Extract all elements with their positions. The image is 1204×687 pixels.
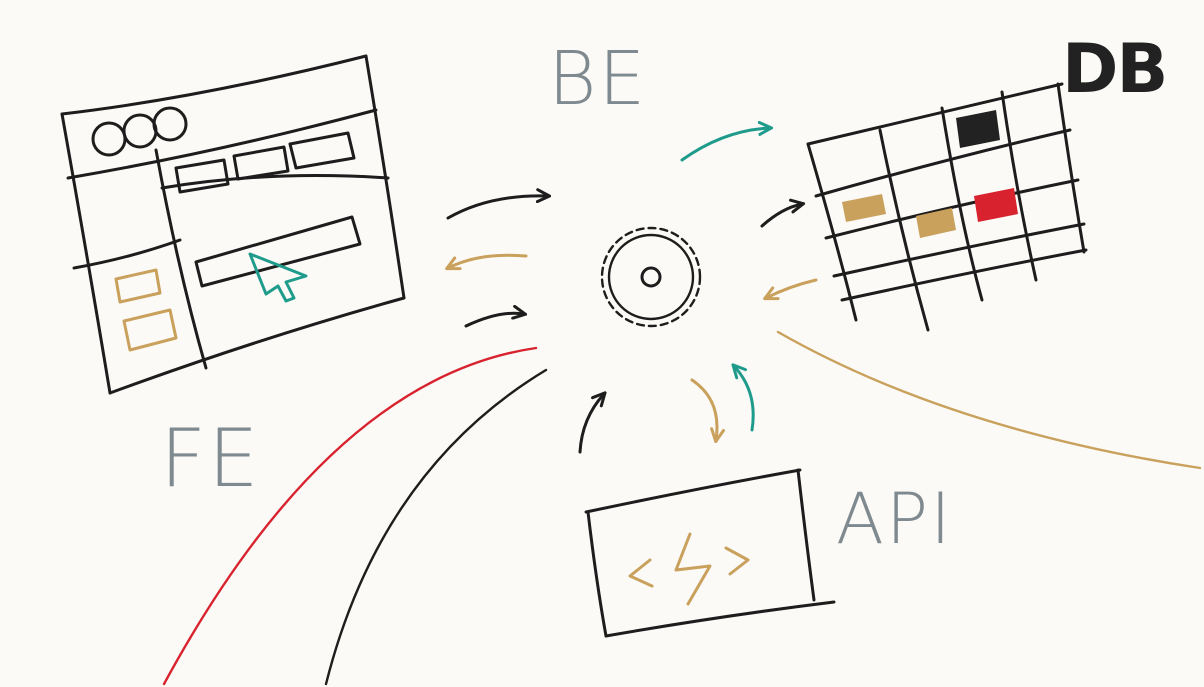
- api-box-sketch: [584, 468, 836, 638]
- window-tab-sketch: [174, 158, 230, 194]
- window-dot-icon: [152, 106, 188, 142]
- window-tab-sketch: [288, 131, 356, 170]
- window-sidebar-split: [72, 238, 182, 270]
- db-grid-line: [840, 248, 1088, 302]
- arrow-be-to-db: [680, 128, 770, 162]
- db-label: DB: [1062, 30, 1168, 109]
- arrow-fe-to-be: [446, 196, 548, 220]
- arrow-gear-to-db: [760, 204, 802, 228]
- db-grid-line: [940, 106, 984, 302]
- arrow-be-to-fe: [448, 253, 528, 268]
- db-grid-line: [824, 178, 1080, 240]
- gear-hub: [640, 266, 662, 288]
- window-content-divider: [160, 174, 390, 190]
- window-tab-sketch: [232, 145, 290, 181]
- database-grid-sketch: [806, 82, 1088, 332]
- code-bracket-left-icon: [628, 558, 654, 588]
- window-dot-icon: [91, 121, 127, 157]
- gear-teeth: [600, 226, 702, 328]
- cursor-icon: [248, 252, 308, 303]
- window-dot-icon: [122, 113, 158, 149]
- db-grid-line: [832, 222, 1086, 278]
- api-box-right: [796, 468, 816, 602]
- api-box-bottom: [604, 600, 836, 638]
- db-grid-line: [814, 128, 1072, 198]
- db-cell-gold: [916, 208, 956, 238]
- window-left-edge: [60, 112, 112, 395]
- black-curve-line: [324, 368, 548, 686]
- db-cell-gold: [842, 194, 886, 222]
- gold-curve-line: [776, 330, 1202, 470]
- window-top-edge: [60, 54, 368, 116]
- gear-outer-ring: [607, 233, 695, 321]
- api-box-top: [584, 468, 802, 514]
- code-bracket-right-icon: [724, 546, 750, 576]
- window-right-edge: [364, 54, 406, 300]
- api-label: API: [836, 478, 953, 560]
- db-cell-dark: [956, 110, 1000, 148]
- db-cell-red: [974, 188, 1018, 222]
- db-grid-line: [806, 142, 858, 322]
- arrow-api-to-be: [734, 366, 755, 432]
- window-sidebar-divider: [154, 148, 208, 370]
- gear-icon: [600, 226, 702, 328]
- db-grid-line: [1000, 90, 1038, 282]
- arrow-be-to-api: [690, 378, 717, 440]
- api-box-left: [586, 510, 608, 638]
- arrow-fe-to-api: [578, 394, 604, 454]
- db-grid-line: [806, 82, 1064, 146]
- red-curve-line: [162, 346, 538, 686]
- arrow-db-to-gear: [766, 278, 818, 298]
- frontend-window-sketch: [60, 54, 406, 395]
- lightning-code-icon: [674, 532, 712, 606]
- window-input-sketch: [194, 215, 362, 288]
- arrow-fe-to-be-2: [464, 313, 524, 328]
- window-bottom-edge: [108, 296, 406, 395]
- db-grid-line: [878, 128, 930, 332]
- db-grid-line: [1056, 82, 1086, 254]
- window-titlebar-line: [66, 108, 378, 180]
- sidebar-item-sketch: [114, 268, 162, 304]
- be-label: BE: [548, 36, 648, 122]
- sidebar-item-sketch: [122, 308, 178, 352]
- fe-label: FE: [160, 412, 261, 505]
